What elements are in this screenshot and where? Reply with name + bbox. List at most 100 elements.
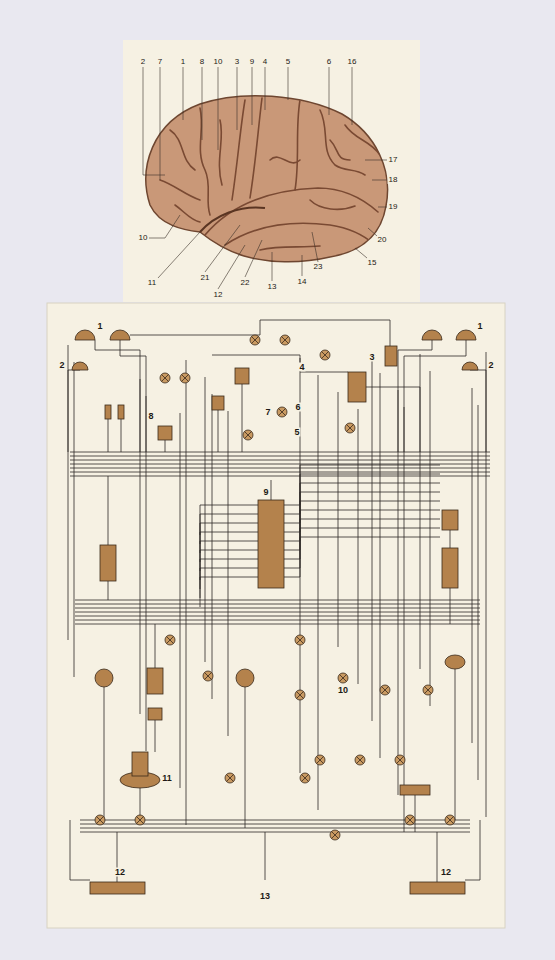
callout-number: 14: [297, 278, 308, 286]
lamp-symbol: [203, 671, 213, 681]
lamp-cross: [425, 687, 432, 694]
lamp-symbol: [300, 773, 310, 783]
lamp-symbol: [277, 407, 287, 417]
wire: [465, 820, 480, 880]
lamp-cross: [137, 817, 144, 824]
lamp-cross: [162, 375, 169, 382]
lamp-cross: [322, 352, 329, 359]
wire: [121, 419, 122, 452]
lamp-symbol: [355, 755, 365, 765]
lamp-cross: [297, 692, 304, 699]
wire: [284, 528, 440, 568]
lamp-cross: [347, 425, 354, 432]
wire: [80, 828, 470, 829]
wire: [155, 720, 156, 752]
wire: [75, 612, 480, 613]
lamp-symbol: [405, 815, 415, 825]
lamp-cross: [297, 637, 304, 644]
brain: [146, 96, 388, 262]
callout-number: 23: [313, 263, 324, 271]
callout-number: 11: [147, 279, 157, 287]
lamp-symbol: [345, 423, 355, 433]
callout-number: 8: [147, 412, 154, 421]
lamp-symbol: [423, 685, 433, 695]
wire: [200, 568, 258, 598]
lamp-symbol: [380, 685, 390, 695]
lamp-symbol: [320, 350, 330, 360]
wire: [455, 669, 456, 820]
callout-number: 20: [377, 236, 388, 244]
lamp-cross: [182, 375, 189, 382]
wire: [68, 370, 80, 452]
wire: [372, 356, 373, 721]
lamp-cross: [97, 817, 104, 824]
wire: [300, 358, 301, 773]
wire: [450, 588, 451, 624]
lamp-cross: [279, 409, 286, 416]
wire: [284, 474, 440, 514]
lamp-symbol: [135, 815, 145, 825]
wire: [218, 410, 219, 452]
lamp-cross: [167, 637, 174, 644]
callout-number: 3: [234, 58, 240, 66]
wire: [108, 581, 109, 600]
wire: [472, 388, 473, 743]
callout-number: 17: [388, 156, 399, 164]
wire: [75, 608, 480, 609]
lamp-cross: [407, 817, 414, 824]
wire: [358, 409, 359, 684]
lamp-cross: [302, 775, 309, 782]
wire: [75, 620, 480, 621]
callout-number: 2: [140, 58, 146, 66]
lamp-symbol: [395, 755, 405, 765]
callout-number: 18: [388, 176, 399, 184]
callout-number: 22: [240, 279, 251, 287]
wire: [200, 523, 258, 553]
callout-number: 1: [180, 58, 186, 66]
wire: [437, 832, 438, 882]
wire: [404, 407, 405, 832]
callout-number: 1: [96, 322, 103, 331]
lamp-symbol: [280, 335, 290, 345]
wire: [430, 371, 431, 706]
components: [72, 330, 478, 894]
lamp-cross: [282, 337, 289, 344]
lamp-cross: [245, 432, 252, 439]
wire: [108, 419, 109, 452]
lamp-symbol: [95, 815, 105, 825]
wire: [404, 340, 466, 452]
callout-number: 21: [200, 274, 211, 282]
callout-number: 6: [326, 58, 332, 66]
callout-number: 9: [249, 58, 255, 66]
wire: [70, 460, 490, 461]
wire: [200, 577, 258, 607]
wire: [200, 541, 258, 571]
wire: [284, 510, 440, 550]
lamp-symbol: [338, 673, 348, 683]
wire: [75, 624, 480, 625]
wire: [120, 340, 146, 452]
lamp-cross: [397, 757, 404, 764]
callout-number: 13: [259, 892, 271, 901]
wire: [75, 600, 480, 601]
wire: [70, 476, 490, 477]
wire: [70, 472, 490, 473]
callout-number: 5: [285, 58, 291, 66]
wire: [95, 340, 140, 452]
lamp-symbol: [180, 373, 190, 383]
callout-number: 2: [58, 361, 65, 370]
callout-number: 3: [368, 353, 375, 362]
callout-number: 12: [440, 868, 452, 877]
lamp-cross: [447, 817, 454, 824]
lamp-symbol: [225, 773, 235, 783]
wire: [130, 320, 390, 346]
callout-number: 4: [262, 58, 268, 66]
wire: [242, 384, 243, 452]
callout-number: 5: [293, 428, 300, 437]
wire: [108, 476, 109, 545]
wire: [245, 687, 246, 828]
wire: [200, 559, 258, 589]
callout-number: 10: [213, 58, 224, 66]
wire: [284, 537, 440, 577]
